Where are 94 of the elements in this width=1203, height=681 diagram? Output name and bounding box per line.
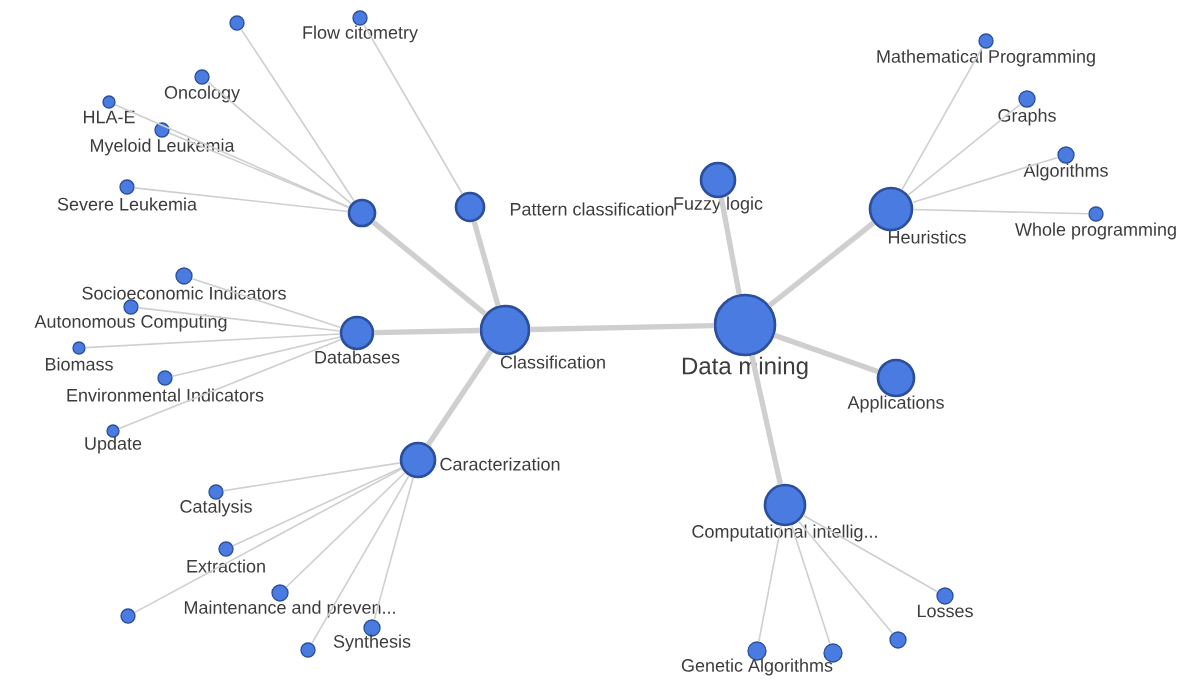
network-node: HLA-E xyxy=(84,95,135,124)
edge-line xyxy=(133,467,403,614)
edge-line xyxy=(426,349,494,447)
node-label: Severe Leukemia xyxy=(57,197,198,211)
node-label: Graphs xyxy=(998,108,1056,126)
node-label: Heuristics xyxy=(888,230,966,244)
edge-line xyxy=(114,103,350,209)
edge-line xyxy=(171,336,341,378)
network-node: Heuristics xyxy=(868,186,966,244)
node-label: Caracterization xyxy=(440,457,560,471)
network-node: Maintenance and preven... xyxy=(184,584,395,618)
network-node: Synthesis xyxy=(333,619,411,652)
edge-line xyxy=(311,475,410,645)
node-label: Extraction xyxy=(187,559,265,573)
node-label: Pattern classification xyxy=(510,202,674,216)
edge-line xyxy=(912,208,1090,215)
network-node: Environmental Indicators xyxy=(67,370,264,402)
edge-line xyxy=(797,520,894,635)
edge-line xyxy=(373,476,414,621)
edge-line xyxy=(911,156,1059,204)
edge-line xyxy=(790,524,831,645)
edge-line xyxy=(207,81,352,205)
network-dot xyxy=(229,15,245,31)
node-label: Catalysis xyxy=(180,499,252,517)
node-label: Genetic Algorithms xyxy=(681,658,833,676)
node-label: Socioeconomic Indicators xyxy=(82,286,286,300)
node-label: Flow citometry xyxy=(303,25,418,43)
network-node: Classification xyxy=(479,304,605,369)
node-label: Autonomous Computing xyxy=(34,314,227,332)
node-label: Losses xyxy=(917,604,973,618)
network-node: Pattern classification xyxy=(454,191,674,223)
edge-line xyxy=(767,220,876,308)
network-node: Catalysis xyxy=(180,484,252,517)
network-node: Flow citometry xyxy=(303,10,418,43)
network-node: Whole programming xyxy=(1015,206,1176,240)
edge-line xyxy=(84,333,341,349)
node-label: Synthesis xyxy=(333,634,411,652)
edge-line xyxy=(374,327,480,336)
node-label: Mathematical Programming xyxy=(877,49,1095,67)
network-node: Mathematical Programming xyxy=(877,33,1095,67)
network-node: Socioeconomic Indicators xyxy=(82,267,286,300)
edge-line xyxy=(240,28,355,202)
edge-line xyxy=(749,355,783,485)
node-label: Oncology xyxy=(164,85,240,103)
network-node: Autonomous Computing xyxy=(34,299,227,332)
node-label: Whole programming xyxy=(1015,222,1176,240)
network-node: Databases xyxy=(315,315,400,364)
node-label: Update xyxy=(85,436,142,454)
edge-line xyxy=(191,277,342,329)
node-label: Computational intellig... xyxy=(692,524,877,542)
edge-line xyxy=(232,466,403,547)
edge-line xyxy=(371,220,488,316)
network-node: Oncology xyxy=(164,69,240,103)
network-node: Caracterization xyxy=(399,441,560,479)
node-label: Biomass xyxy=(45,357,113,371)
edge-line xyxy=(285,471,406,588)
edge-line xyxy=(363,23,464,195)
node-label: Maintenance and preven... xyxy=(184,600,395,618)
edge-line xyxy=(718,197,742,295)
network-dot xyxy=(347,198,377,228)
edge-line xyxy=(773,332,879,375)
network-node: Algorithms xyxy=(1023,146,1108,181)
network-node: Applications xyxy=(847,358,944,413)
edge-line xyxy=(118,338,342,430)
edge-line xyxy=(802,514,939,593)
network-node: Severe Leukemia xyxy=(57,179,197,211)
edge-line xyxy=(758,525,782,643)
network-node: Graphs xyxy=(998,90,1056,126)
node-label: Classification xyxy=(500,355,605,369)
network-node: Extraction xyxy=(187,541,265,573)
edge-line xyxy=(222,462,401,492)
node-label: Applications xyxy=(847,395,944,413)
edge-line xyxy=(907,103,1022,196)
edge-line xyxy=(133,187,349,213)
node-label: HLA-E xyxy=(83,110,135,124)
edge-line xyxy=(137,307,341,332)
network-node: Fuzzy logic xyxy=(674,161,763,214)
network-node: Losses xyxy=(917,587,973,618)
node-label: Databases xyxy=(315,350,400,364)
edge-line xyxy=(901,46,984,191)
network-dot xyxy=(120,608,136,624)
node-label: Environmental Indicators xyxy=(67,388,264,402)
edge-line xyxy=(471,221,501,307)
node-label: Myeloid Leukemia xyxy=(90,138,235,156)
network-dot xyxy=(889,631,907,649)
node-label: Algorithms xyxy=(1023,163,1108,181)
network-dot xyxy=(300,642,316,658)
network-node: Computational intellig... xyxy=(692,483,877,542)
network-node: Biomass xyxy=(46,341,113,371)
node-label: Fuzzy logic xyxy=(674,196,763,214)
network-node: Update xyxy=(85,424,142,454)
edge-line xyxy=(168,132,350,209)
network-node: Genetic Algorithms xyxy=(681,641,833,676)
edge-line xyxy=(530,323,714,333)
